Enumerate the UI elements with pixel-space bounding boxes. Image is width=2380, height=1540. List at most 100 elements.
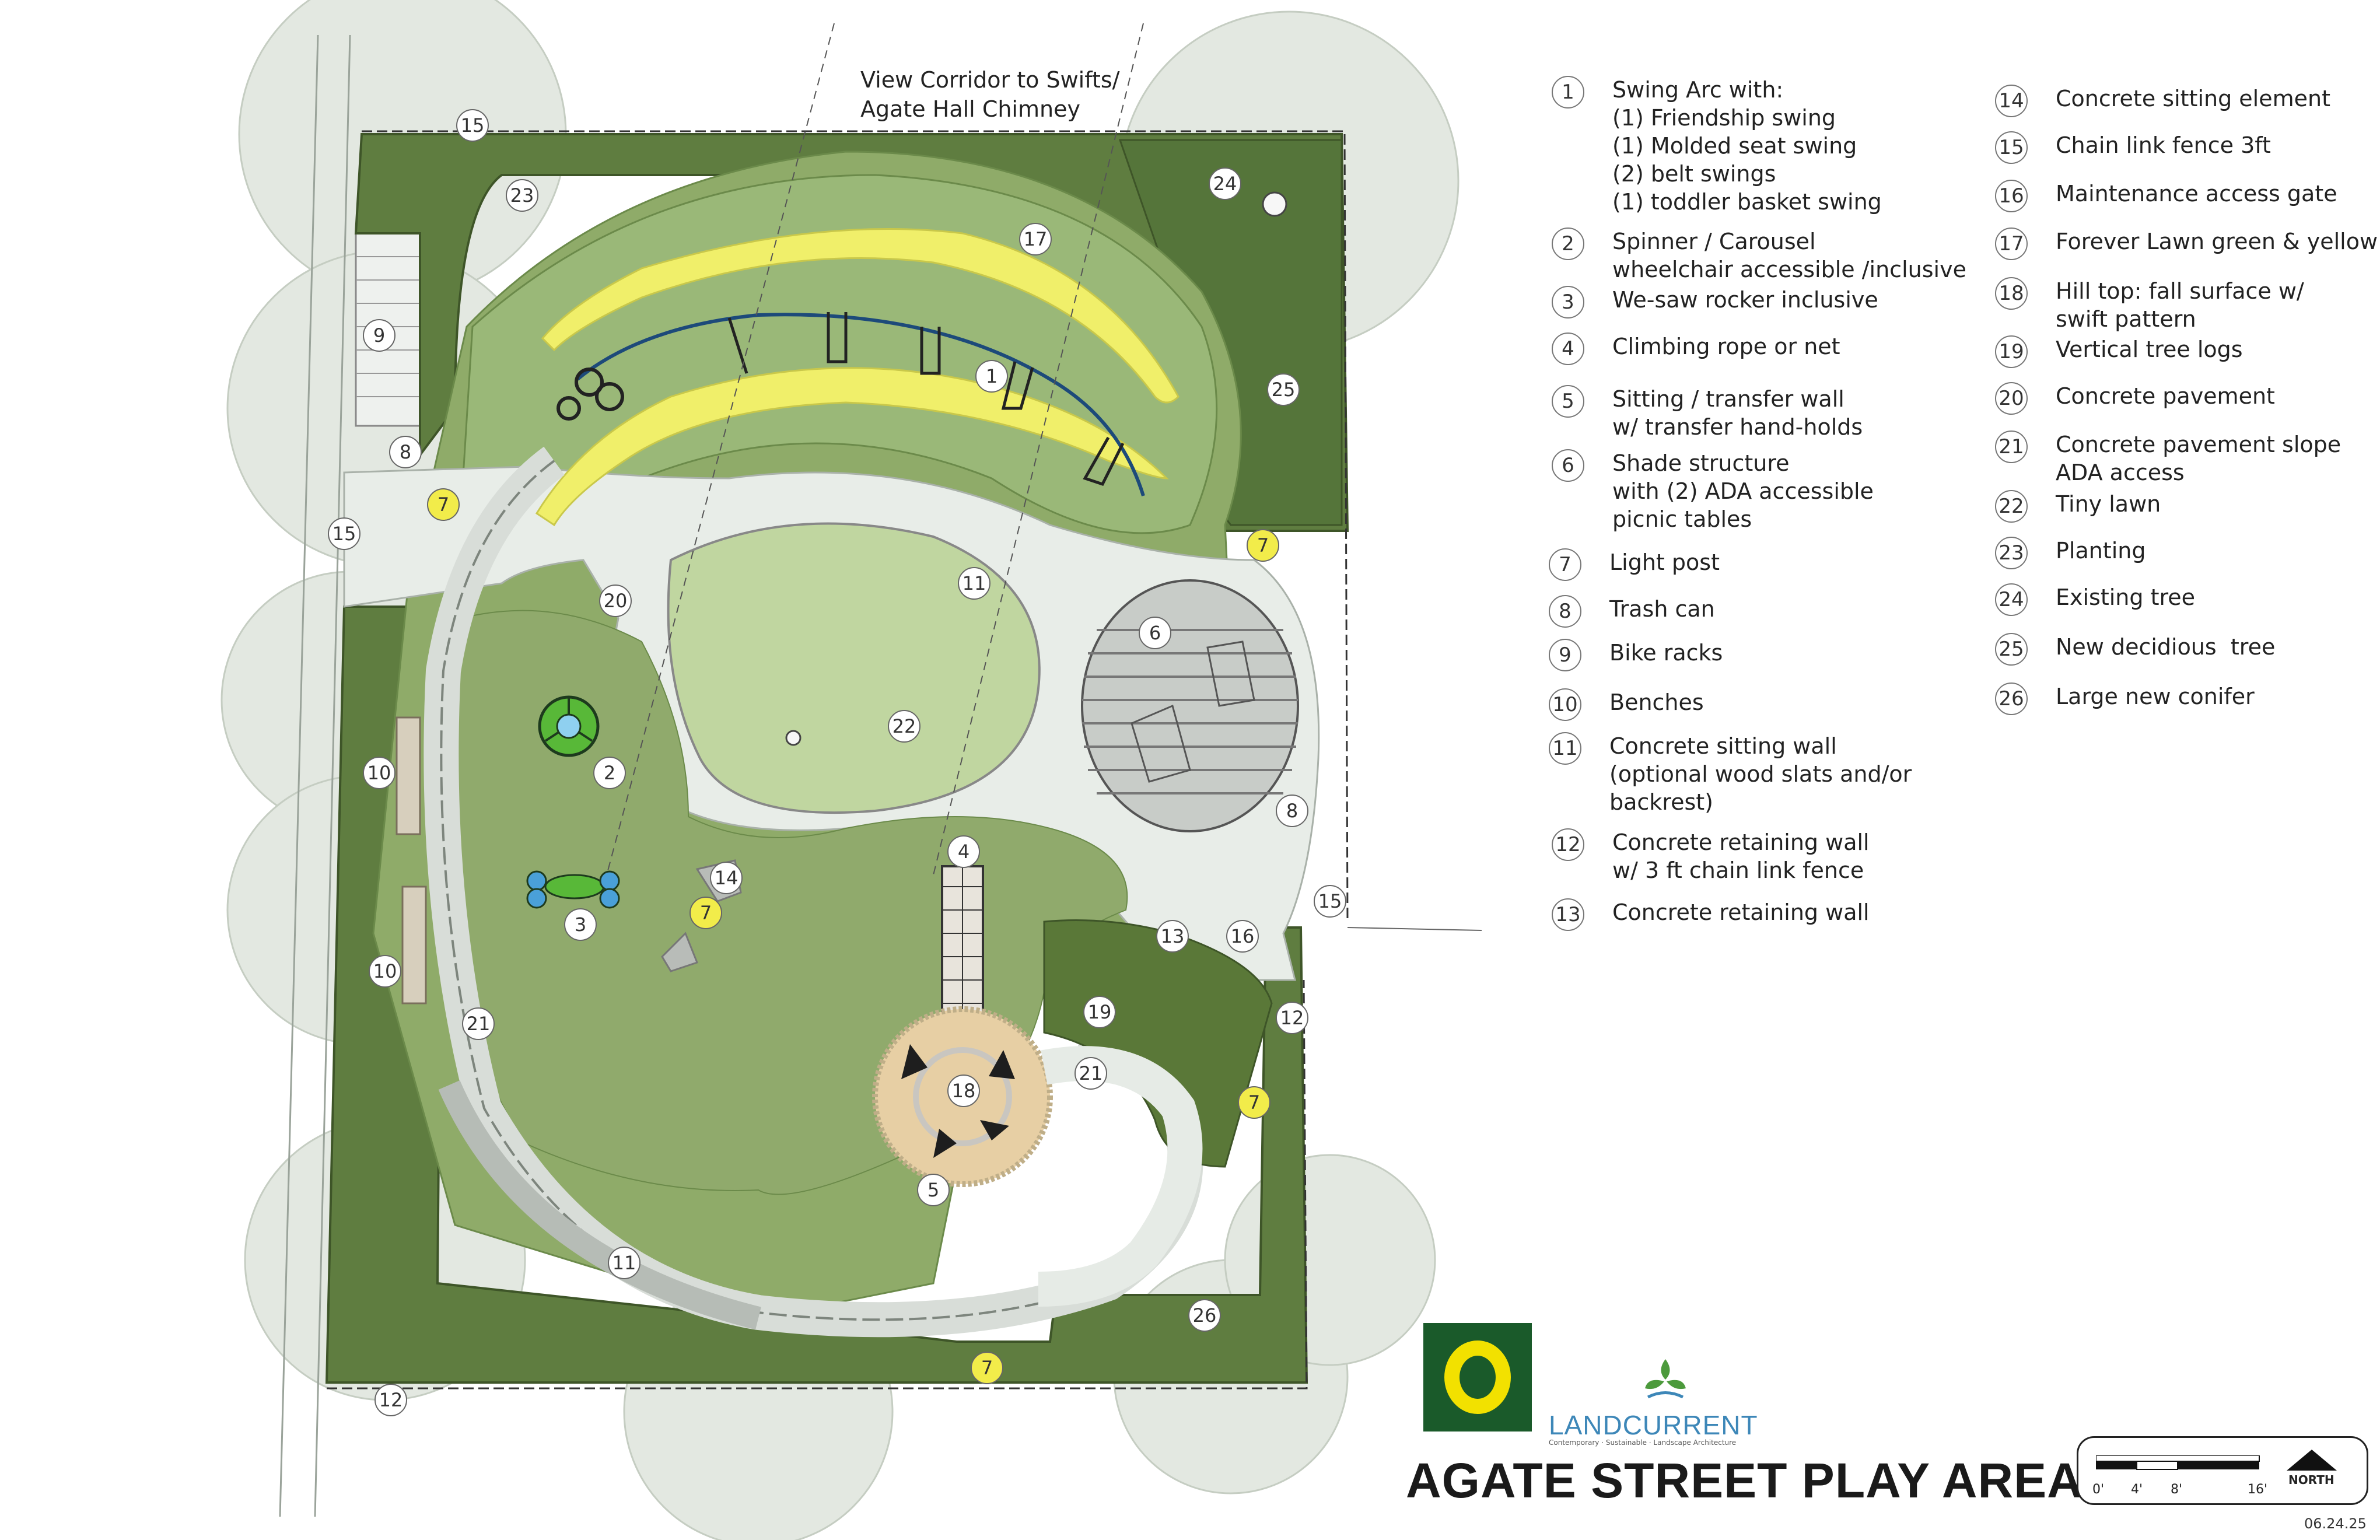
- view-corridor-label-1: View Corridor to Swifts/: [860, 67, 1120, 93]
- map-callout-9: 9: [363, 319, 396, 352]
- map-callout-23: 23: [506, 179, 538, 212]
- map-callout-label: 12: [1280, 1007, 1304, 1029]
- north-arrow-icon: [2287, 1450, 2337, 1471]
- legend-number: 24: [1995, 583, 2028, 616]
- chain-link-fence: [327, 130, 1349, 1390]
- legend-item-25: 25 New decidious tree: [1995, 633, 2275, 666]
- map-callout-10: 10: [369, 955, 401, 988]
- legend-text: Chain link fence 3ft: [2056, 132, 2271, 158]
- legend-number: 3: [1552, 286, 1584, 318]
- legend-text: Vertical tree logs: [2056, 337, 2243, 362]
- map-callout-13: 13: [1156, 920, 1189, 953]
- legend-text: Concrete retaining wall: [1612, 900, 1870, 925]
- swing-end-support: [556, 368, 624, 421]
- legend-number: 25: [1995, 633, 2028, 666]
- map-callout-label: 20: [604, 590, 628, 612]
- map-callout-16: 16: [1226, 920, 1259, 953]
- scale-tick-8: 8': [2171, 1482, 2183, 1497]
- map-callout-7: 7: [1238, 1086, 1270, 1119]
- map-callout-label: 7: [1257, 534, 1269, 556]
- map-callout-label: 7: [438, 494, 449, 516]
- map-callout-label: 13: [1161, 925, 1185, 947]
- climbing-net: [941, 865, 984, 1031]
- view-corridor-lines: [606, 23, 1144, 876]
- leaf-icon: [1645, 1359, 1686, 1399]
- legend-number: 12: [1552, 828, 1584, 861]
- legend-number: 23: [1995, 537, 2028, 569]
- legend-number: 15: [1995, 131, 2028, 164]
- scale-tick-4: 4': [2131, 1482, 2143, 1497]
- legend-text: Benches: [1609, 690, 1704, 715]
- legend-text: Concrete retaining wall w/ 3 ft chain li…: [1612, 830, 1870, 883]
- map-callout-label: 6: [1149, 622, 1161, 644]
- legend-number: 6: [1552, 449, 1584, 482]
- map-callout-label: 10: [368, 762, 391, 784]
- tiny-lawn: [667, 522, 1041, 814]
- map-callout-label: 21: [1079, 1062, 1103, 1084]
- map-callout-label: 12: [379, 1389, 403, 1411]
- street-edge: [279, 34, 351, 1517]
- landcurrent-tagline: Contemporary · Sustainable · Landscape A…: [1549, 1438, 1737, 1447]
- legend-number: 20: [1995, 382, 2028, 415]
- map-callout-label: 23: [510, 184, 534, 206]
- map-callout-12: 12: [1276, 1002, 1308, 1034]
- legend-text: Shade structure with (2) ADA accessible …: [1612, 450, 1874, 532]
- site-plan-map: View Corridor to Swifts/ Agate Hall Chim…: [220, 0, 1482, 1540]
- legend-text: Tiny lawn: [2056, 491, 2161, 517]
- retaining-wall: [438, 1080, 761, 1330]
- legend-text: Forever Lawn green & yellow: [2056, 229, 2378, 254]
- legend-number: 21: [1995, 430, 2028, 463]
- map-callout-20: 20: [599, 584, 632, 617]
- scale-tick-0: 0': [2092, 1482, 2105, 1497]
- existing-tree-markers: [785, 191, 1287, 746]
- legend-text: Existing tree: [2056, 584, 2196, 610]
- map-callout-label: 11: [963, 572, 986, 594]
- map-callout-label: 9: [373, 324, 385, 346]
- landcurrent-logo: LANDCURRENT Contemporary · Sustainable ·…: [1549, 1353, 1758, 1447]
- map-callout-2: 2: [593, 757, 626, 789]
- legend-number: 11: [1549, 732, 1581, 765]
- map-callout-label: 19: [1088, 1001, 1112, 1023]
- spinner-carousel: [538, 695, 600, 757]
- legend-text: Large new conifer: [2056, 684, 2255, 709]
- plan-date: 06.24.25: [2304, 1516, 2367, 1532]
- gate-line: [1347, 927, 1482, 931]
- legend-text: New decidious tree: [2056, 634, 2276, 660]
- legend-number: 17: [1995, 228, 2028, 260]
- map-callout-1: 1: [975, 360, 1008, 393]
- scale-tick-16: 16': [2248, 1482, 2268, 1497]
- legend-number: 14: [1995, 85, 2028, 117]
- ramp-walk: [1038, 1046, 1203, 1307]
- map-callout-19: 19: [1083, 996, 1116, 1028]
- legend-text: Sitting / transfer wall w/ transfer hand…: [1612, 386, 1863, 440]
- legend-item-15: 15 Chain link fence 3ft: [1995, 131, 2271, 164]
- legend-number: 22: [1995, 490, 2028, 523]
- map-callout-5: 5: [917, 1174, 950, 1206]
- legend-number: 18: [1995, 277, 2028, 310]
- legend-text: Bike racks: [1609, 640, 1723, 666]
- map-callout-21: 21: [1074, 1057, 1107, 1090]
- map-callout-label: 14: [715, 867, 738, 889]
- legend-number: 8: [1549, 595, 1581, 628]
- legend-text: Climbing rope or net: [1612, 334, 1840, 359]
- legend-text: Swing Arc with: (1) Friendship swing (1)…: [1612, 77, 1882, 215]
- map-callout-17: 17: [1019, 223, 1052, 256]
- map-callout-label: 8: [1286, 800, 1298, 822]
- map-callout-11: 11: [608, 1247, 640, 1279]
- legend-item-17: 17 Forever Lawn green & yellow: [1995, 228, 2378, 260]
